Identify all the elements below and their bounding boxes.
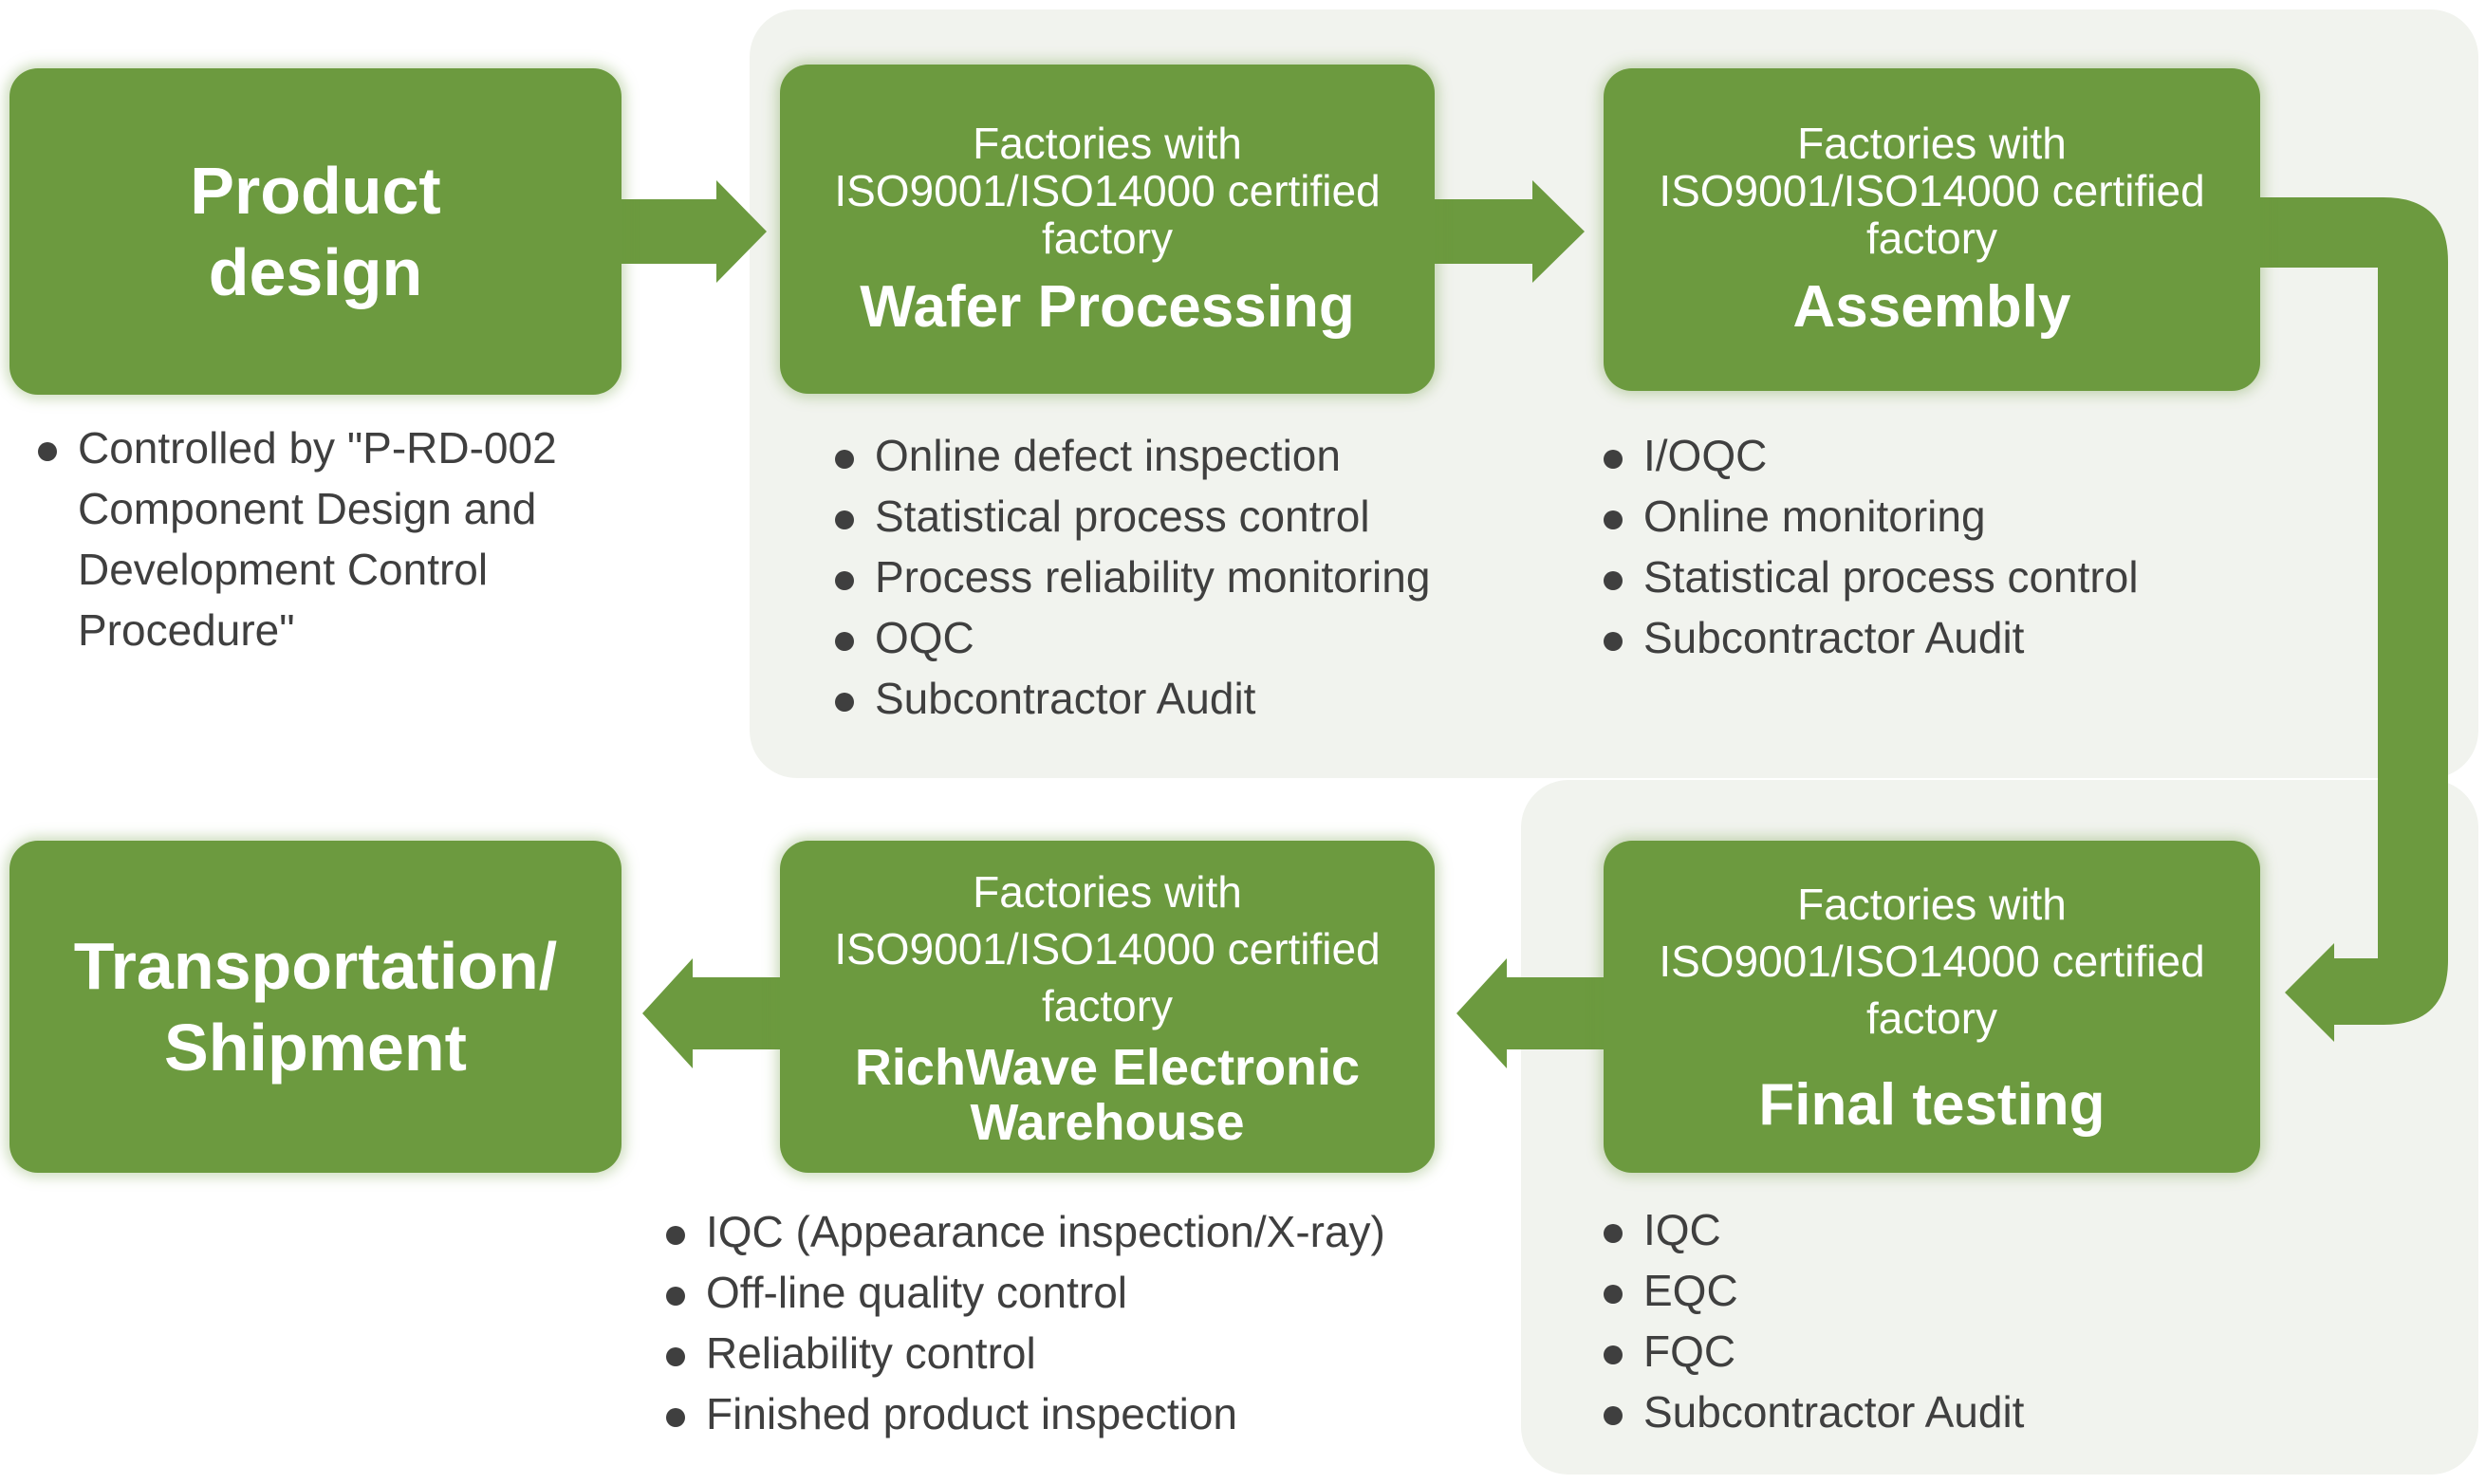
final-testing-box: Factories with ISO9001/ISO14000 certifie… [1604,841,2260,1173]
final-sub-2: ISO9001/ISO14000 certified [1659,937,2205,986]
list-item: Process reliability monitoring [835,547,1518,607]
list-item: OQC [835,607,1518,668]
assembly-stage-title: Assembly [1792,274,2071,340]
list-item: Subcontractor Audit [835,668,1518,729]
product-design-title-2: design [208,235,423,309]
arrow-assembly-to-final [2260,197,2448,1042]
warehouse-box: Factories with ISO9001/ISO14000 certifie… [780,841,1435,1173]
wafer-processing-list: Online defect inspection Statistical pro… [835,425,1518,729]
product-design-box: Product design [9,68,622,395]
arrow-warehouse-to-transport [642,958,780,1068]
warehouse-sub-2: ISO9001/ISO14000 certified [834,924,1381,974]
list-item: EQC [1604,1260,2268,1321]
warehouse-sub-3: factory [1041,981,1174,1030]
list-item: Subcontractor Audit [1604,607,2268,668]
wafer-stage-title: Wafer Processing [860,273,1355,340]
warehouse-stage-title-2: Warehouse [970,1094,1245,1151]
arrow-design-to-wafer [622,180,767,283]
assembly-list: I/OQC Online monitoring Statistical proc… [1604,425,2268,668]
list-item: Online monitoring [1604,486,2268,547]
list-item: Online defect inspection [835,425,1518,486]
product-design-list: Controlled by "P-RD-002 Component Design… [38,417,626,660]
warehouse-stage-title-1: RichWave Electronic [854,1039,1361,1096]
list-item: FQC [1604,1321,2268,1382]
arrow-final-to-warehouse [1456,958,1604,1068]
wafer-processing-box: Factories with ISO9001/ISO14000 certifie… [780,65,1435,394]
warehouse-sub-1: Factories with [973,867,1242,917]
list-item: Finished product inspection [666,1383,1501,1444]
list-item: Statistical process control [835,486,1518,547]
list-item: Off-line quality control [666,1262,1501,1323]
list-item: I/OQC [1604,425,2268,486]
product-design-title-1: Product [190,154,441,228]
assembly-box: Factories with ISO9001/ISO14000 certifie… [1604,68,2260,391]
wafer-sub-2: ISO9001/ISO14000 certified [834,165,1381,215]
list-item: IQC [1604,1199,2268,1260]
list-item: Subcontractor Audit [1604,1382,2268,1442]
transport-title-1: Transportation/ [73,929,558,1003]
assembly-sub-3: factory [1865,213,1998,263]
assembly-sub-1: Factories with [1797,119,2067,168]
wafer-sub-3: factory [1041,213,1174,263]
final-stage-title: Final testing [1758,1072,2106,1138]
transportation-shipment-box: Transportation/ Shipment [9,841,622,1173]
final-sub-3: factory [1865,993,1998,1043]
list-item: Controlled by "P-RD-002 Component Design… [38,417,626,660]
final-sub-1: Factories with [1797,880,2067,929]
arrow-wafer-to-assembly [1435,180,1585,283]
warehouse-list: IQC (Appearance inspection/X-ray) Off-li… [666,1201,1501,1444]
wafer-sub-1: Factories with [973,118,1242,168]
transport-title-2: Shipment [164,1011,467,1085]
assembly-sub-2: ISO9001/ISO14000 certified [1659,166,2205,215]
list-item: Reliability control [666,1323,1501,1383]
list-item: Statistical process control [1604,547,2268,607]
final-testing-list: IQC EQC FQC Subcontractor Audit [1604,1199,2268,1442]
list-item: IQC (Appearance inspection/X-ray) [666,1201,1501,1262]
